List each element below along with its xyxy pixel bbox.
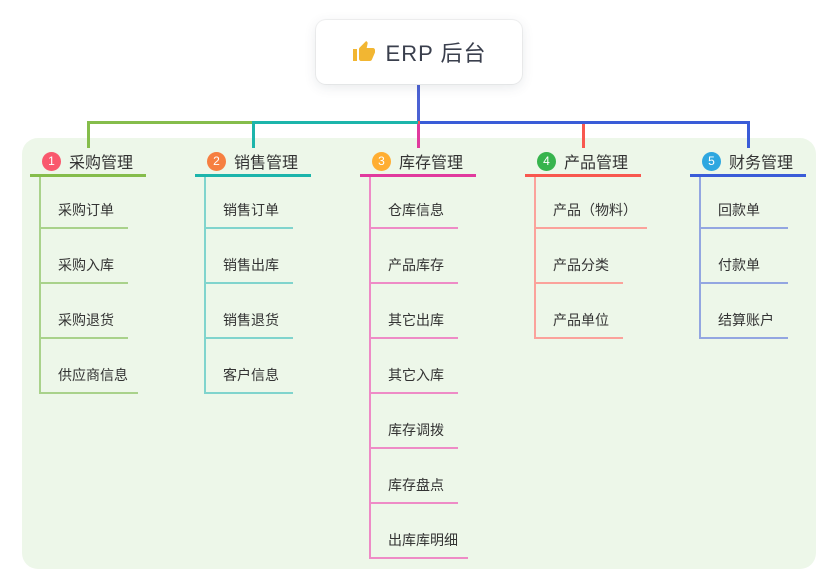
leaf-node[interactable]: 付款单 bbox=[701, 229, 788, 284]
leaf-label: 采购退货 bbox=[58, 312, 114, 328]
leaf-label: 库存调拨 bbox=[388, 422, 444, 438]
branch-2-badge: 2 bbox=[207, 151, 226, 171]
branch-title: 采购管理 bbox=[69, 155, 134, 172]
leaf-label: 客户信息 bbox=[223, 367, 279, 383]
thumbs-up-icon bbox=[352, 40, 376, 64]
root-node-title: ERP 后台 bbox=[385, 41, 487, 66]
branch-finance-node[interactable]: 5 财务管理 bbox=[690, 148, 806, 177]
branch-product-node[interactable]: 4 产品管理 bbox=[525, 148, 641, 177]
leaf-node[interactable]: 回款单 bbox=[701, 177, 788, 229]
branch-product: 4 产品管理 产品（物料） 产品分类 产品单位 bbox=[525, 148, 647, 339]
leaf-node[interactable]: 销售退货 bbox=[206, 284, 293, 339]
leaf-node[interactable]: 采购入库 bbox=[41, 229, 128, 284]
leaf-node[interactable]: 销售订单 bbox=[206, 177, 293, 229]
leaf-node[interactable]: 其它入库 bbox=[371, 339, 458, 394]
branch-title: 库存管理 bbox=[399, 155, 464, 172]
leaf-label: 销售订单 bbox=[223, 202, 279, 218]
connector-lines bbox=[87, 84, 750, 148]
branch-sales-items: 销售订单 销售出库 销售退货 客户信息 bbox=[204, 177, 293, 394]
leaf-label: 产品（物料） bbox=[553, 202, 637, 218]
branch-title: 财务管理 bbox=[729, 155, 794, 172]
branch-inventory-items: 仓库信息 产品库存 其它出库 其它入库 库存调拨 库存盘点 出库库明细 bbox=[369, 177, 468, 559]
leaf-label: 销售退货 bbox=[223, 312, 279, 328]
leaf-node[interactable]: 产品分类 bbox=[536, 229, 623, 284]
connector-branch-2 bbox=[252, 121, 418, 148]
leaf-node[interactable]: 库存盘点 bbox=[371, 449, 458, 504]
branch-sales-node[interactable]: 2 销售管理 bbox=[195, 148, 311, 177]
branch-title: 销售管理 bbox=[234, 155, 299, 172]
leaf-node[interactable]: 采购订单 bbox=[41, 177, 128, 229]
leaf-label: 其它出库 bbox=[388, 312, 444, 328]
leaf-node[interactable]: 销售出库 bbox=[206, 229, 293, 284]
branch-product-items: 产品（物料） 产品分类 产品单位 bbox=[534, 177, 647, 339]
leaf-node[interactable]: 出库库明细 bbox=[371, 504, 468, 559]
leaf-node[interactable]: 产品单位 bbox=[536, 284, 623, 339]
branch-5-badge: 5 bbox=[702, 151, 721, 171]
branch-inventory-node[interactable]: 3 库存管理 bbox=[360, 148, 476, 177]
leaf-label: 供应商信息 bbox=[58, 367, 128, 383]
leaf-label: 采购订单 bbox=[58, 202, 114, 218]
leaf-label: 仓库信息 bbox=[388, 202, 444, 218]
leaf-node[interactable]: 仓库信息 bbox=[371, 177, 458, 229]
leaf-node[interactable]: 库存调拨 bbox=[371, 394, 458, 449]
leaf-label: 采购入库 bbox=[58, 257, 114, 273]
branch-purchase-items: 采购订单 采购入库 采购退货 供应商信息 bbox=[39, 177, 138, 394]
leaf-node[interactable]: 产品（物料） bbox=[536, 177, 647, 229]
leaf-label: 产品单位 bbox=[553, 312, 609, 328]
leaf-label: 付款单 bbox=[718, 257, 760, 273]
branch-finance: 5 财务管理 回款单 付款单 结算账户 bbox=[690, 148, 806, 339]
leaf-label: 库存盘点 bbox=[388, 477, 444, 493]
branch-1-badge: 1 bbox=[42, 151, 61, 171]
leaf-label: 销售出库 bbox=[223, 257, 279, 273]
leaf-label: 回款单 bbox=[718, 202, 760, 218]
branch-inventory: 3 库存管理 仓库信息 产品库存 其它出库 其它入库 库存调拨 库存盘点 出库库… bbox=[360, 148, 476, 559]
leaf-node[interactable]: 采购退货 bbox=[41, 284, 128, 339]
branch-sales: 2 销售管理 销售订单 销售出库 销售退货 客户信息 bbox=[195, 148, 311, 394]
connector-branch-5 bbox=[420, 121, 750, 148]
branch-purchase-node[interactable]: 1 采购管理 bbox=[30, 148, 146, 177]
leaf-node[interactable]: 产品库存 bbox=[371, 229, 458, 284]
leaf-label: 产品库存 bbox=[388, 257, 444, 273]
branches-background-panel bbox=[22, 138, 816, 569]
leaf-label: 其它入库 bbox=[388, 367, 444, 383]
leaf-label: 出库库明细 bbox=[388, 532, 458, 548]
leaf-node[interactable]: 客户信息 bbox=[206, 339, 293, 394]
leaf-label: 结算账户 bbox=[718, 312, 774, 328]
branch-4-badge: 4 bbox=[537, 151, 556, 171]
branch-title: 产品管理 bbox=[564, 155, 629, 172]
leaf-node[interactable]: 供应商信息 bbox=[41, 339, 138, 394]
leaf-node[interactable]: 其它出库 bbox=[371, 284, 458, 339]
leaf-label: 产品分类 bbox=[553, 257, 609, 273]
connector-branch-4 bbox=[418, 121, 585, 148]
root-node[interactable]: ERP 后台 bbox=[316, 20, 522, 84]
branch-3-badge: 3 bbox=[372, 151, 391, 171]
branch-purchase: 1 采购管理 采购订单 采购入库 采购退货 供应商信息 bbox=[30, 148, 146, 394]
branch-finance-items: 回款单 付款单 结算账户 bbox=[699, 177, 788, 339]
leaf-node[interactable]: 结算账户 bbox=[701, 284, 788, 339]
